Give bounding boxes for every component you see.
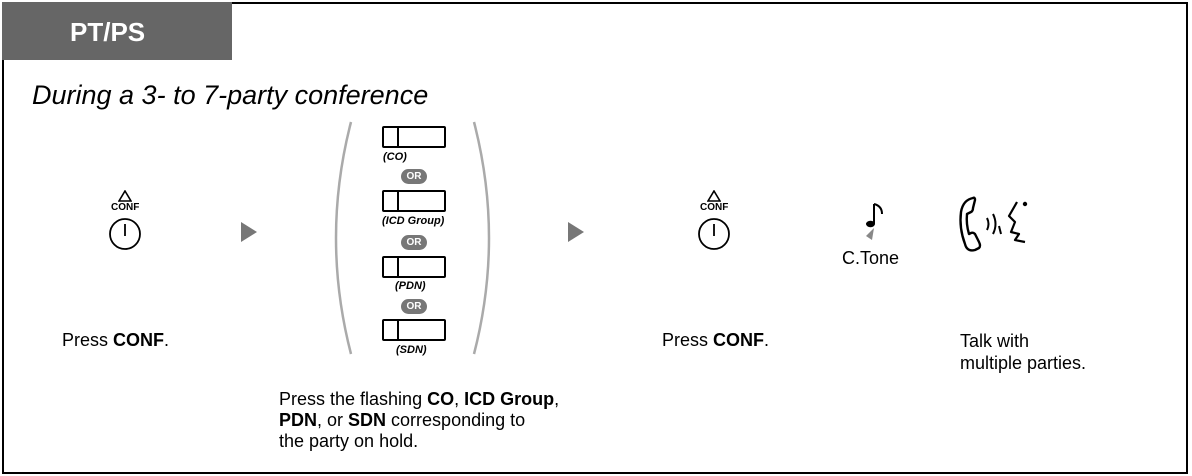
- flexible-button-icon: [382, 319, 446, 341]
- arrow-icon: [241, 222, 257, 242]
- conf-button-icon: CONF: [694, 190, 734, 260]
- key-label-co: (CO): [383, 151, 407, 163]
- step1-label: Press CONF.: [62, 330, 170, 350]
- step3-label: Press CONF.: [662, 330, 770, 350]
- key-label-sdn: (SDN): [396, 344, 427, 356]
- left-bracket: [334, 121, 353, 355]
- step5-label: Talk with multiple parties.: [960, 331, 1087, 373]
- flexible-button-icon: [382, 190, 446, 212]
- or-badge: OR: [401, 299, 427, 314]
- or-badge: OR: [401, 235, 427, 250]
- handset-talk-icon: [959, 196, 1028, 252]
- or-badge: OR: [401, 169, 427, 184]
- conf-key-label: CONF: [111, 202, 140, 213]
- subtitle: During a 3- to 7-party conference: [32, 80, 429, 110]
- header-tab: PT/PS: [2, 2, 232, 60]
- step2-note: Press the flashing CO, ICD Group, PDN, o…: [279, 389, 560, 451]
- flexible-button-icon: [382, 126, 446, 148]
- conf-key-label: CONF: [700, 202, 729, 213]
- conf-button-icon: CONF: [105, 190, 145, 260]
- confirmation-tone-icon: [866, 203, 883, 240]
- flexible-button-icon: [382, 256, 446, 278]
- key-label-pdn: (PDN): [395, 280, 426, 292]
- tone-label: C.Tone: [842, 248, 900, 268]
- key-label-icd-group: (ICD Group): [382, 215, 445, 227]
- right-bracket: [472, 121, 491, 355]
- arrow-icon: [568, 222, 584, 242]
